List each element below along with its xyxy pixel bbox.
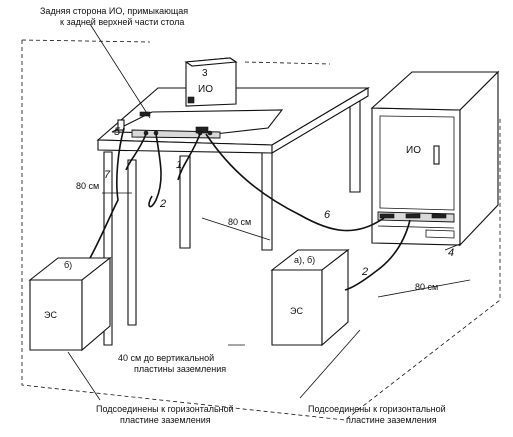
callout-1: 1: [176, 159, 182, 171]
es-left: б) ЭС: [28, 256, 112, 352]
top-note-line1: Задняя сторона ИО, примыкающая: [40, 6, 188, 16]
vertical-plate-line1: 40 см до вертикальной: [118, 353, 214, 363]
leader-lines: [67, 23, 461, 401]
io-table-name: ИО: [198, 84, 213, 95]
dist-left-label: 80 см: [76, 181, 99, 191]
callout-2-right: 2: [361, 266, 368, 278]
callout-2-left: 2: [159, 198, 166, 210]
top-note-line2: к задней верхней части стола: [60, 17, 184, 27]
table-connectors: [117, 119, 213, 136]
es-right-name: ЭС: [290, 306, 303, 316]
cables: [89, 127, 411, 291]
io-on-table: 3 ИО: [184, 57, 238, 107]
dist-right-label: 80 см: [415, 282, 438, 292]
ground-right-line1: Подсоединены к горизонтальной: [308, 404, 446, 414]
es-left-variant: б): [64, 260, 72, 270]
dist-center-label: 80 см: [228, 217, 251, 227]
io-cabinet: ИО: [370, 70, 500, 247]
ground-left-line1: Подсоединены к горизонтальной: [96, 404, 234, 414]
es-left-name: ЭС: [44, 310, 57, 320]
callout-6: 6: [324, 209, 331, 221]
ground-right-line2: пластине заземления: [346, 415, 437, 425]
ground-left-line2: пластине заземления: [120, 415, 211, 425]
callout-4: 4: [448, 247, 454, 259]
callout-5: 5: [114, 126, 121, 138]
callout-7: 7: [104, 169, 111, 181]
es-right-variant: а), б): [294, 255, 315, 265]
io-table-number: 3: [202, 68, 208, 79]
es-right: а), б) ЭС: [270, 248, 350, 347]
ground-plane: [21, 39, 501, 421]
io-cabinet-name: ИО: [406, 145, 421, 156]
dimension-lines: [102, 192, 471, 346]
vertical-plate-line2: пластины заземления: [134, 364, 226, 374]
